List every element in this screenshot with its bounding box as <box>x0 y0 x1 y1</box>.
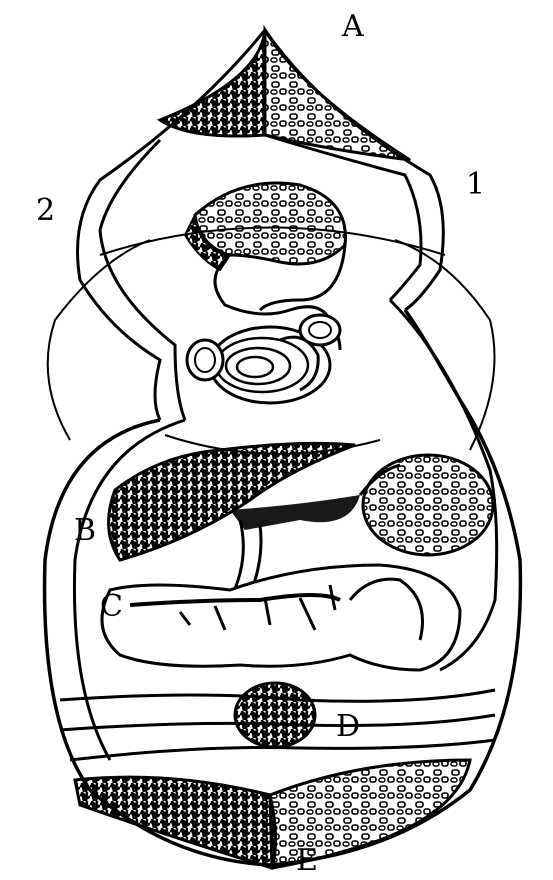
label-c: C <box>100 592 123 622</box>
label-a: A <box>342 12 364 42</box>
tail-capillary-bed <box>75 760 470 868</box>
label-b: B <box>74 516 96 546</box>
vessel-2-inner <box>100 140 185 420</box>
label-e: E <box>296 846 318 876</box>
label-2: 2 <box>36 196 55 226</box>
organ-b <box>109 443 493 560</box>
label-1: 1 <box>466 170 485 200</box>
organ-c <box>102 565 460 670</box>
heart <box>187 315 340 403</box>
label-d: D <box>336 712 360 742</box>
organ-d <box>60 683 495 760</box>
